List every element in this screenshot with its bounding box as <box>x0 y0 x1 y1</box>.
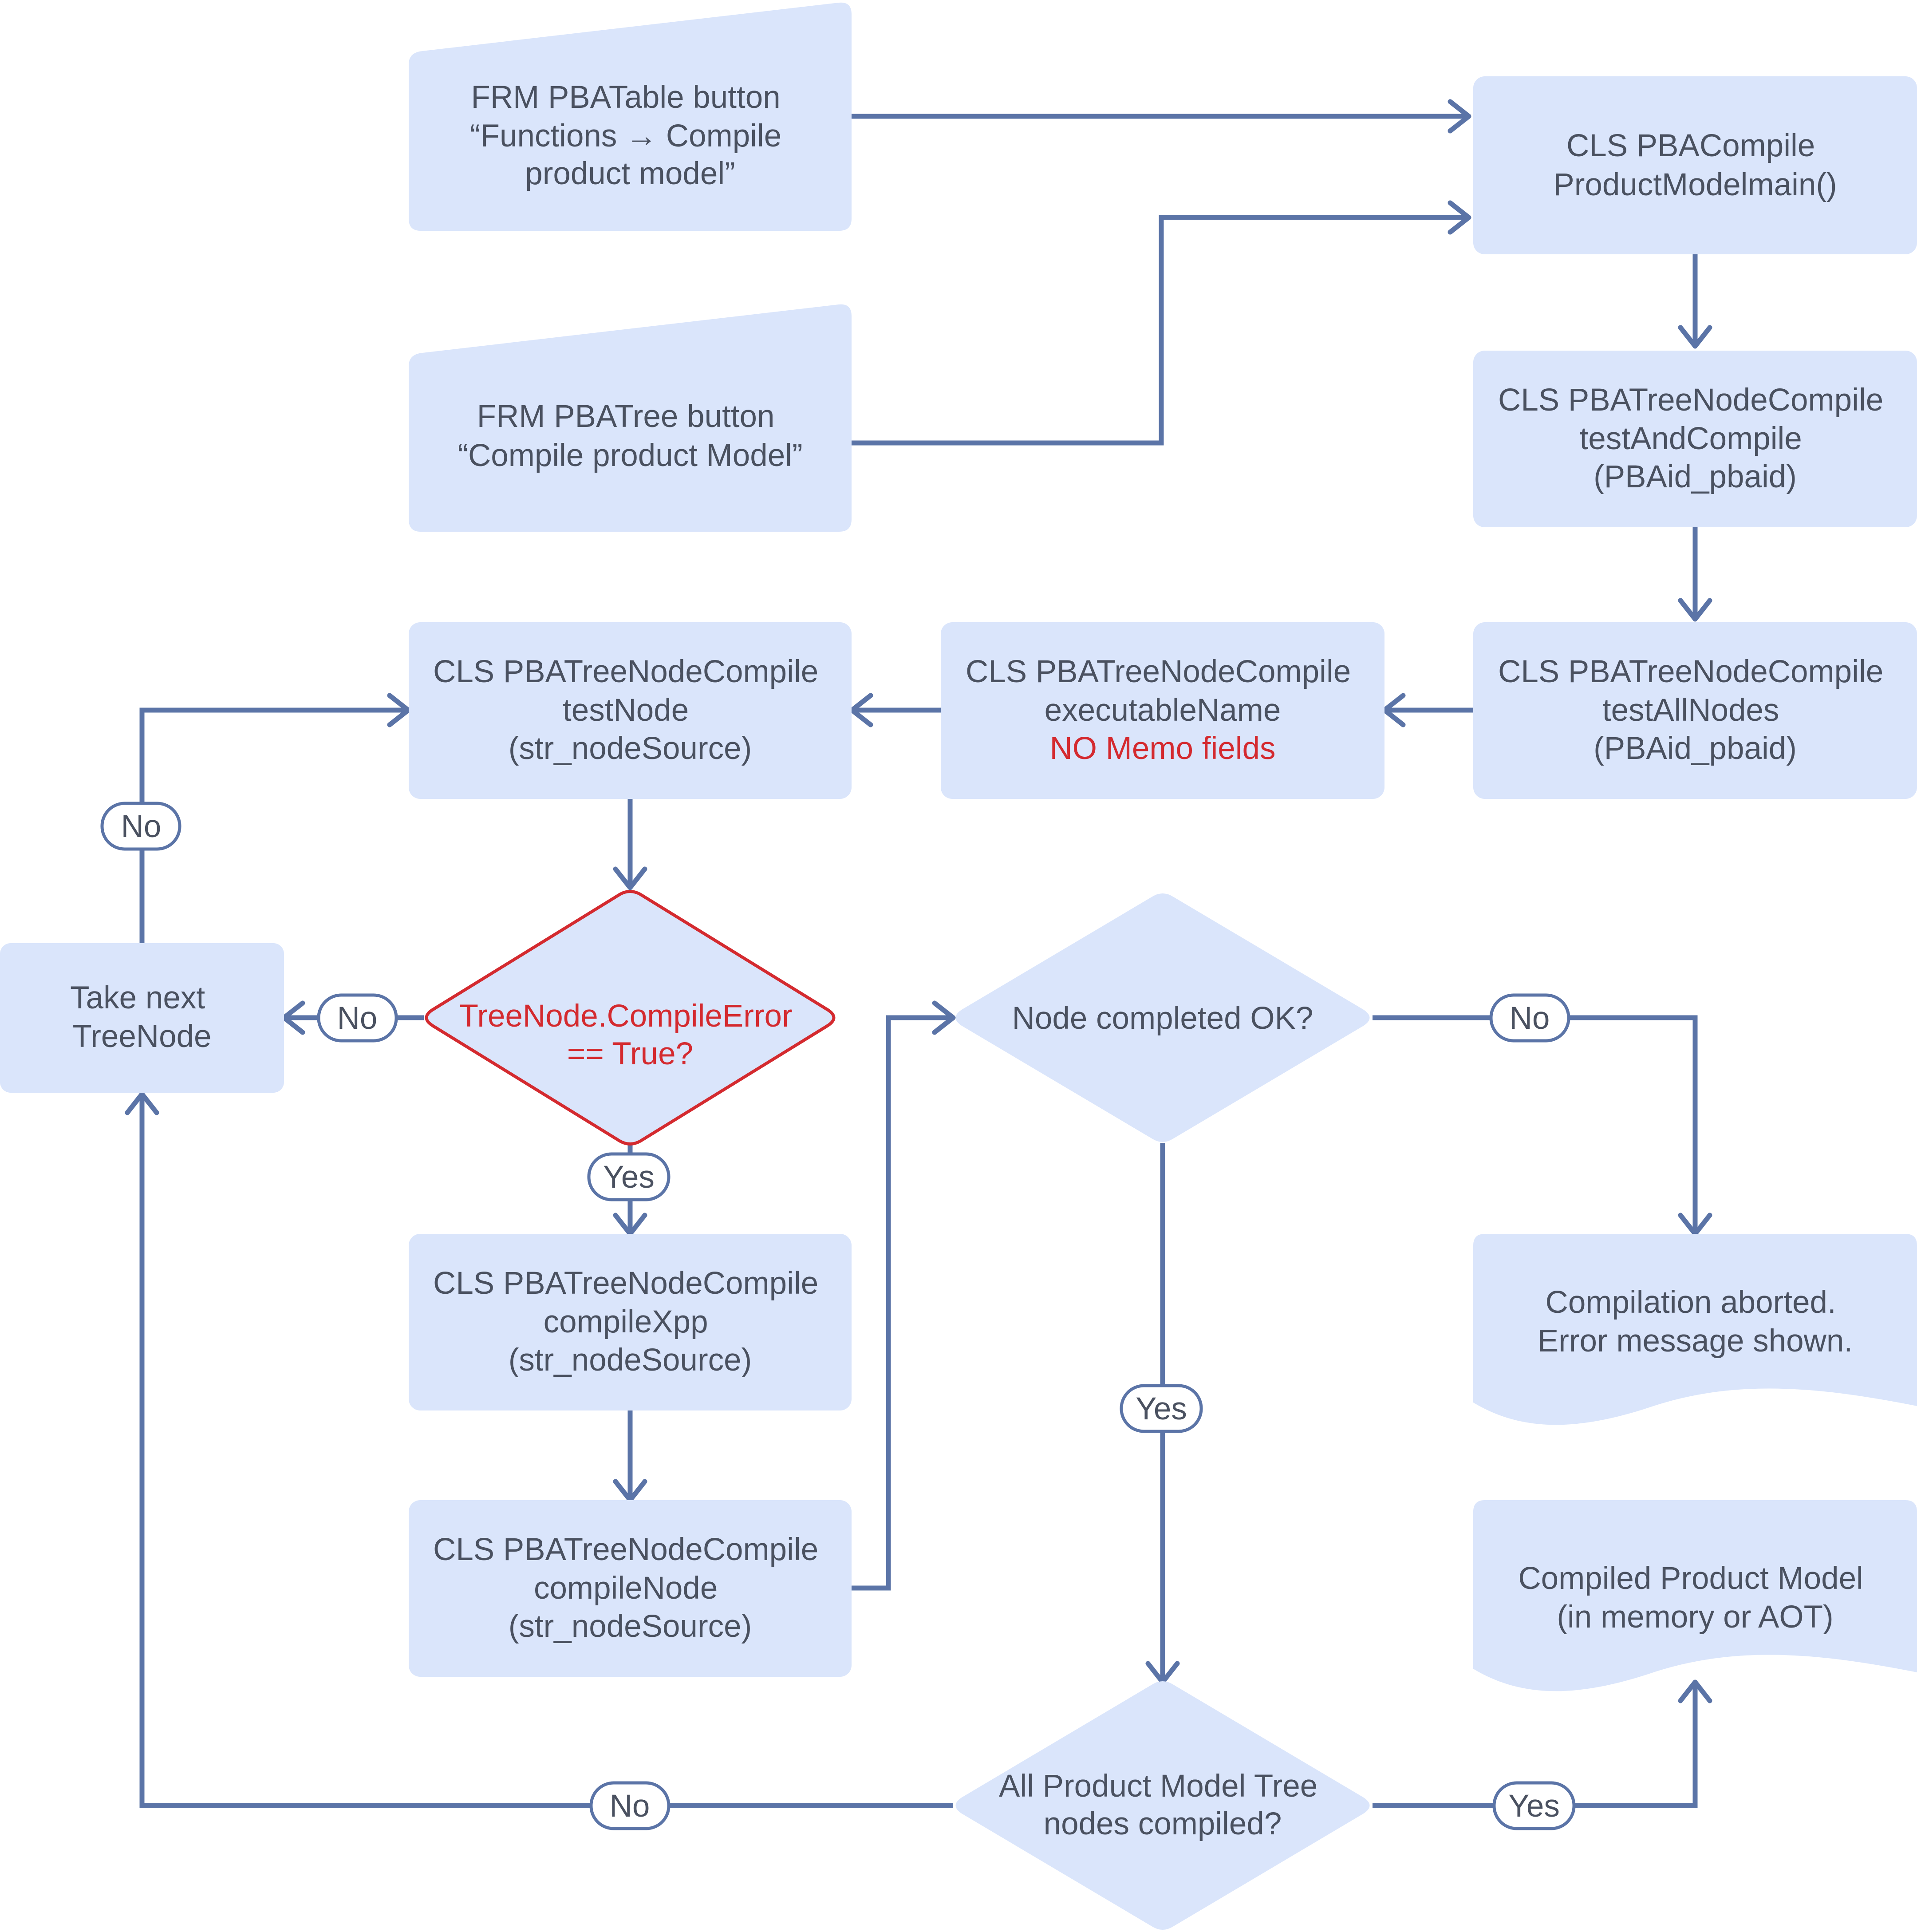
node-text-line: testNode <box>563 693 689 728</box>
edge-label-no-compile-error: No <box>317 993 398 1043</box>
svg-text:Take next TreeNode: Take next TreeNode <box>70 980 214 1054</box>
node-text-line: TreeNode <box>72 1019 211 1054</box>
arrowhead <box>1678 1679 1712 1703</box>
edge-label-text: Yes <box>1136 1391 1187 1426</box>
node-text-line: TreeNode.CompileError <box>459 999 793 1034</box>
node-cls-main: CLS PBACompile ProductModelmain() <box>1473 76 1917 254</box>
svg-text:CLS PBATreeNodeCompile t: CLS PBATreeNodeCompile testNode (str_nod… <box>433 654 827 766</box>
node-text-line: Node completed OK? <box>1012 1001 1314 1036</box>
node-text-line: (PBAid_pbaid) <box>1594 731 1797 766</box>
edge-compilenode-to-nodeok <box>852 1015 951 1591</box>
edge-label-yes-all-compiled: Yes <box>1492 1781 1576 1830</box>
svg-text:FRM PBATree button “Comp: FRM PBATree button “Compile product Mode… <box>458 399 802 473</box>
arrowhead <box>1448 99 1471 134</box>
node-frm-pbatable: FRM PBATable button “Functions → Compile… <box>409 2 852 231</box>
node-text-line: (str_nodeSource) <box>509 1343 752 1378</box>
edge-allcompiled-no-to-takenext <box>139 1096 953 1808</box>
arrowhead <box>613 866 647 890</box>
svg-text:Compiled Product Model (: Compiled Product Model (in memory or AOT… <box>1518 1561 1872 1635</box>
arrowhead <box>1678 598 1712 622</box>
decision-compile-error: TreeNode.CompileError == True? <box>425 890 836 1146</box>
edge-label-yes-compile-error: Yes <box>587 1152 671 1201</box>
arrowhead <box>387 693 411 727</box>
svg-text:Compilation aborted. Err: Compilation aborted. Error message shown… <box>1538 1285 1853 1359</box>
edge-label-no-loop: No <box>100 802 181 851</box>
node-text-line: CLS PBATreeNodeCompile <box>433 1532 818 1567</box>
edge-label-text: No <box>121 809 162 844</box>
svg-text:FRM PBATable button “Fun: FRM PBATable button “Functions → Compile… <box>470 80 790 191</box>
node-text-line: Error message shown. <box>1538 1324 1853 1359</box>
svg-text:CLS PBACompile ProductMo: CLS PBACompile ProductModelmain() <box>1553 128 1837 202</box>
edge-pbatree-to-main <box>852 215 1467 446</box>
node-text-line: testAllNodes <box>1602 693 1779 728</box>
edge-label-no-all-compiled: No <box>589 1781 671 1830</box>
node-text-line: compileNode <box>534 1571 718 1606</box>
arrowhead <box>1448 200 1471 235</box>
arrowhead <box>1678 325 1712 349</box>
node-text-line: FRM PBATree button <box>477 399 775 434</box>
no-memo-fields-warning: NO Memo fields <box>1050 731 1276 766</box>
edge-label-text: Yes <box>1508 1789 1560 1824</box>
document-aborted: Compilation aborted. Error message shown… <box>1473 1234 1917 1425</box>
node-text-line: “Functions → Compile <box>470 119 781 154</box>
node-text-line: testAndCompile <box>1580 421 1802 456</box>
node-cls-compile-xpp: CLS PBATreeNodeCompile compileXpp (str_n… <box>409 1234 852 1410</box>
edge-label-yes-node-ok: Yes <box>1120 1384 1203 1433</box>
edge-label-no-node-ok: No <box>1489 993 1570 1043</box>
node-text-line: executableName <box>1045 693 1281 728</box>
node-text-line: All Product Model Tree <box>999 1769 1317 1804</box>
node-cls-executable-name: CLS PBATreeNodeCompile executableName NO… <box>941 622 1384 799</box>
edge-label-text: Yes <box>603 1160 655 1195</box>
edge-label-text: No <box>337 1001 378 1036</box>
node-text-line: Compiled Product Model <box>1518 1561 1863 1596</box>
node-text-line: ProductModelmain() <box>1553 167 1837 202</box>
node-text-line: nodes compiled? <box>1044 1806 1282 1841</box>
node-text-line: (str_nodeSource) <box>509 731 752 766</box>
node-text-line: CLS PBACompile <box>1566 128 1815 163</box>
node-text-line: FRM PBATable button <box>471 80 781 115</box>
arrowhead <box>125 1091 159 1115</box>
node-cls-test-node: CLS PBATreeNodeCompile testNode (str_nod… <box>409 622 852 799</box>
node-frm-pbatree: FRM PBATree button “Compile product Mode… <box>409 304 852 532</box>
node-take-next: Take next TreeNode <box>0 943 284 1093</box>
edge-allcompiled-yes-to-compiled <box>1373 1684 1698 1808</box>
edge-label-text: No <box>610 1789 650 1824</box>
svg-text:CLS PBATreeNodeCompile e: CLS PBATreeNodeCompile executableName <box>966 654 1360 728</box>
decision-node-ok: Node completed OK? <box>955 893 1370 1142</box>
node-text-line: (in memory or AOT) <box>1557 1600 1833 1635</box>
svg-text:All Product Model Tree n: All Product Model Tree nodes compiled? <box>999 1769 1326 1841</box>
arrowhead <box>932 1000 956 1035</box>
svg-text:CLS PBATreeNodeCompile t: CLS PBATreeNodeCompile testAndCompile (P… <box>1498 383 1892 494</box>
node-text-line: CLS PBATreeNodeCompile <box>966 654 1351 689</box>
node-text-line: CLS PBATreeNodeCompile <box>1498 654 1883 689</box>
node-text-line: == True? <box>567 1036 693 1071</box>
edge-label-text: No <box>1510 1001 1550 1036</box>
edge-nodeok-no-to-aborted <box>1373 1015 1698 1232</box>
arrowhead <box>849 693 873 727</box>
edge-labels: No No Yes No Yes No Yes <box>100 802 1576 1830</box>
edge-takenext-to-testnode <box>139 707 406 943</box>
document-compiled: Compiled Product Model (in memory or AOT… <box>1473 1500 1917 1691</box>
node-text-line: “Compile product Model” <box>458 438 802 473</box>
svg-text:CLS PBATreeNodeCompile t: CLS PBATreeNodeCompile testAllNodes (PBA… <box>1498 654 1892 766</box>
node-text-line: CLS PBATreeNodeCompile <box>433 1266 818 1301</box>
node-text-line: CLS PBATreeNodeCompile <box>433 654 818 689</box>
node-cls-test-all-nodes: CLS PBATreeNodeCompile testAllNodes (PBA… <box>1473 622 1917 799</box>
node-text-line: Compilation aborted. <box>1546 1285 1836 1320</box>
svg-text:CLS PBATreeNodeCompile c: CLS PBATreeNodeCompile compileNode (str_… <box>433 1532 827 1644</box>
node-cls-compile-node: CLS PBATreeNodeCompile compileNode (str_… <box>409 1500 852 1677</box>
node-text-line: (PBAid_pbaid) <box>1594 459 1797 494</box>
svg-text:CLS PBATreeNodeCompile c: CLS PBATreeNodeCompile compileXpp (str_n… <box>433 1266 827 1378</box>
node-text-line: compileXpp <box>544 1304 708 1339</box>
connectors <box>125 99 1712 1808</box>
node-cls-test-and-compile: CLS PBATreeNodeCompile testAndCompile (P… <box>1473 351 1917 527</box>
node-text-line: (str_nodeSource) <box>509 1609 752 1644</box>
decision-all-compiled: All Product Model Tree nodes compiled? <box>955 1681 1370 1930</box>
svg-text:TreeNode.CompileError ==: TreeNode.CompileError == True? <box>459 999 801 1071</box>
node-text-line: CLS PBATreeNodeCompile <box>1498 383 1883 418</box>
node-text-line: product model” <box>525 156 735 191</box>
node-text-line: Take next <box>70 980 205 1015</box>
